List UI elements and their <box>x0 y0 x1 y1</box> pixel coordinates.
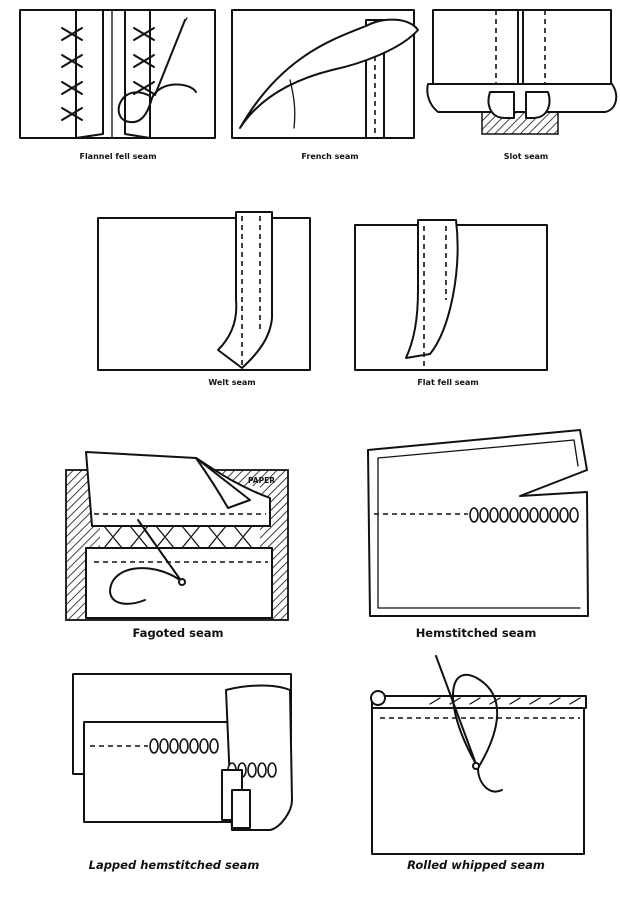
hemstitch-beads-lapped <box>149 738 219 754</box>
hemstitch-beads <box>469 507 579 523</box>
slot-seam-drawing <box>426 9 618 135</box>
rolled-whipped-seam-drawing <box>370 655 587 855</box>
caption-flat-fell-seam: Flat fell seam <box>417 378 479 387</box>
flannel-fell-seam-drawing <box>19 9 216 139</box>
caption-hemstitched-seam: Hemstitched seam <box>415 626 537 640</box>
caption-slot-seam: Slot seam <box>503 152 549 161</box>
caption-flannel-fell-seam: Flannel fell seam <box>79 152 157 161</box>
hemstitched-seam-drawing <box>367 429 589 617</box>
caption-rolled-whipped-seam: Rolled whipped seam <box>407 858 545 872</box>
paper-label: PAPER <box>248 476 275 485</box>
fagoted-seam-drawing: PAPER <box>65 451 289 621</box>
hemstitch-beads-flap <box>227 762 277 778</box>
flat-fell-seam-drawing <box>354 219 548 371</box>
caption-welt-seam: Welt seam <box>208 378 256 387</box>
caption-lapped-hemstitched-seam: Lapped hemstitched seam <box>88 858 260 872</box>
french-seam-drawing <box>231 9 419 139</box>
welt-seam-drawing <box>97 211 311 371</box>
caption-fagoted-seam: Fagoted seam <box>132 626 224 640</box>
lapped-hemstitched-seam-drawing <box>72 673 293 831</box>
caption-french-seam: French seam <box>301 152 359 161</box>
